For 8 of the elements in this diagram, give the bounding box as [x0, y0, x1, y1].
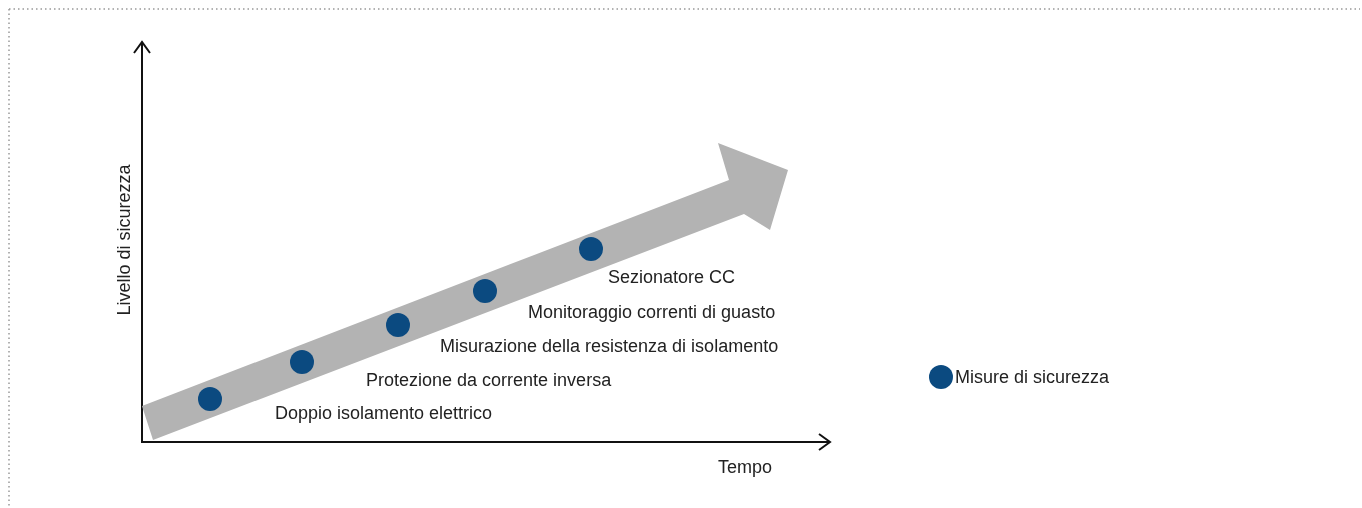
- axis-title: Livello di sicurezza: [113, 164, 135, 316]
- axis-title: Tempo: [718, 456, 773, 478]
- measure-label: Misurazione della resistenza di isolamento: [440, 335, 779, 357]
- measure-label: Sezionatore CC: [608, 266, 736, 288]
- measure-label: Monitoraggio correnti di guasto: [528, 301, 776, 323]
- legend-label: Misure di sicurezza: [955, 366, 1110, 388]
- measure-label: Doppio isolamento elettrico: [275, 402, 493, 424]
- measure-label: Protezione da corrente inversa: [366, 369, 612, 391]
